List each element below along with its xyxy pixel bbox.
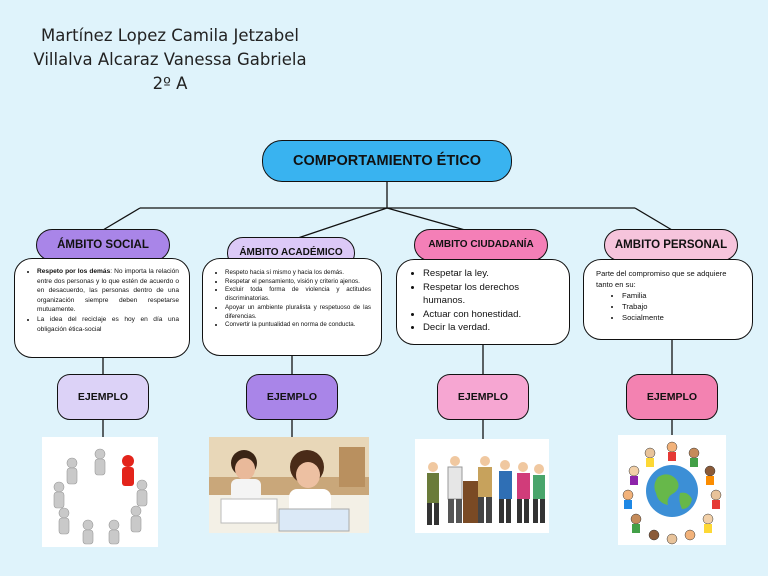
list-item: Actuar con honestidad. <box>423 308 559 322</box>
category-social: ÁMBITO SOCIAL <box>36 229 170 261</box>
author-line-2: Villalva Alcaraz Vanessa Gabriela <box>33 50 307 69</box>
social-description-box: Respeto por los demás: No importa la rel… <box>14 258 190 358</box>
students-studying-image <box>209 437 369 533</box>
academico-description-box: Respeto hacia sí mismo y hacia los demás… <box>202 258 382 356</box>
list-item: La idea del reciclaje es hoy en día una … <box>37 315 179 334</box>
citizens-group-image <box>415 439 549 533</box>
ejemplo-academico: EJEMPLO <box>246 374 338 420</box>
personal-description-box: Parte del compromiso que se adquiere tan… <box>583 259 753 340</box>
list-item: Excluir toda forma de violencia y actitu… <box>225 286 371 303</box>
list-item: Respetar la ley. <box>423 267 559 281</box>
category-personal: AMBITO PERSONAL <box>604 229 738 261</box>
author-line-1: Martínez Lopez Camila Jetzabel <box>41 26 299 45</box>
list-item: Respeto hacia sí mismo y hacia los demás… <box>225 269 371 278</box>
list-item: Decir la verdad. <box>423 321 559 335</box>
ejemplo-ciudadania: EJEMPLO <box>437 374 529 420</box>
item-bold-text: Respeto por los demás <box>37 268 111 275</box>
people-circle-image <box>42 437 158 547</box>
category-ciudadania: AMBITO CIUDADANÍA <box>414 229 548 261</box>
authors-header: Martínez Lopez Camila Jetzabel Villalva … <box>30 24 310 96</box>
main-title: COMPORTAMIENTO ÉTICO <box>262 140 512 182</box>
ejemplo-social: EJEMPLO <box>57 374 149 420</box>
ejemplo-personal: EJEMPLO <box>626 374 718 420</box>
list-item: Respetar el pensamiento, visión y criter… <box>225 278 371 287</box>
list-item: Trabajo <box>622 301 740 312</box>
list-item: Apoyar un ambiente pluralista y respetuo… <box>225 304 371 321</box>
item-text: La idea del reciclaje es hoy en día una … <box>37 315 179 333</box>
group-line: 2º A <box>152 74 188 93</box>
ciudadania-description-box: Respetar la ley. Respetar los derechos h… <box>396 259 570 345</box>
personal-intro: Parte del compromiso que se adquiere tan… <box>596 269 727 289</box>
list-item: Socialmente <box>622 312 740 323</box>
list-item: Respetar los derechos humanos. <box>423 281 559 308</box>
list-item: Respeto por los demás: No importa la rel… <box>37 267 179 315</box>
list-item: Familia <box>622 290 740 301</box>
item-text: : No importa la relación entre dos perso… <box>37 268 179 314</box>
list-item: Convertir la puntualidad en norma de con… <box>225 321 371 330</box>
world-hands-image <box>618 435 726 545</box>
